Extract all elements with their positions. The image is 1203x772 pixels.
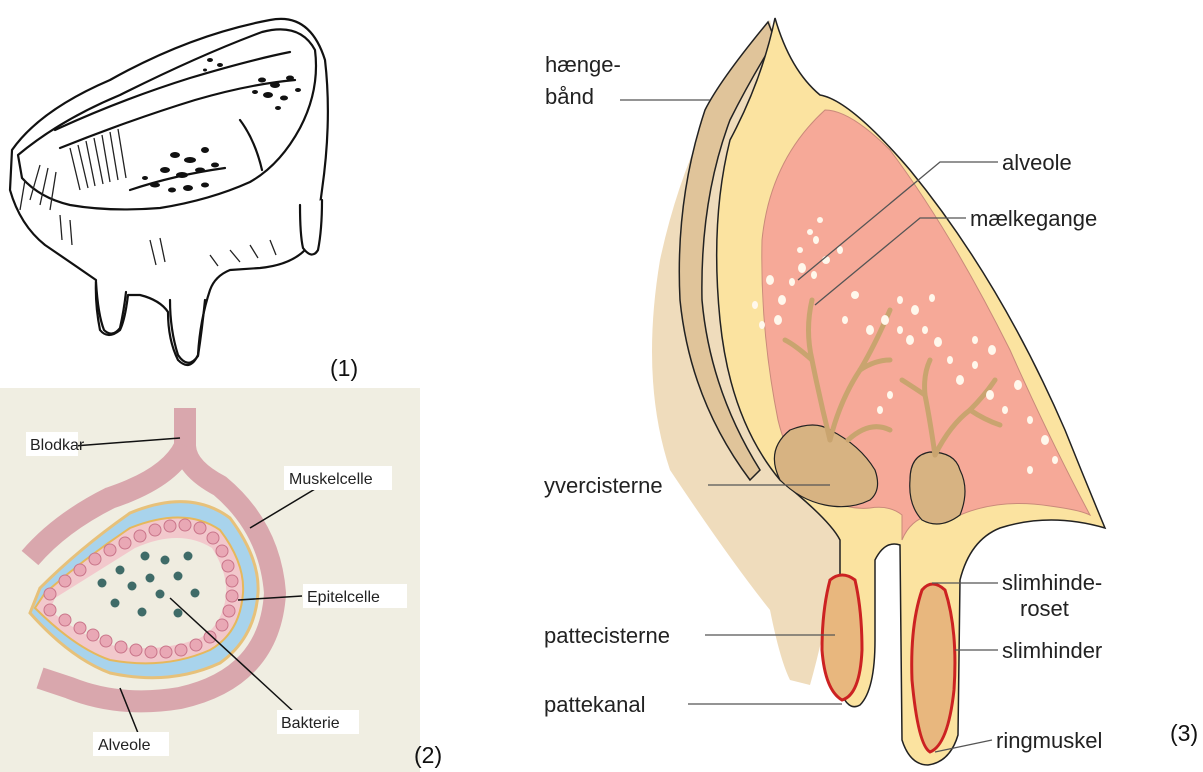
panel2-number: (2) [414,742,442,769]
label-bakterie: Bakterie [281,715,340,732]
alveole-diagram: Blodkar Muskelcelle Epitelcelle Bakterie… [0,388,430,772]
udder-anatomy-diagram: hænge- bånd alveole mælkegange yverciste… [530,0,1203,772]
panel3-number: (3) [1170,720,1198,747]
label-haengebaand-line2: bånd [545,84,594,109]
panel1-number: (1) [330,355,358,382]
label-slimhinderoset-line2: roset [1020,596,1069,621]
label-maelkegange: mælkegange [970,206,1097,231]
label-slimhinder: slimhinder [1002,638,1102,663]
label-pattecisterne: pattecisterne [544,623,670,648]
udder-sketch-drawing [0,0,380,380]
label-muskelcelle: Muskelcelle [289,471,373,488]
teat-cistern-left [822,575,862,700]
label-pattekanal: pattekanal [544,692,646,717]
label-ringmuskel: ringmuskel [996,728,1102,753]
label-haengebaand-line1: hænge- [545,52,621,77]
gland-cistern-right [910,452,965,524]
label-alveole-p2: Alveole [98,737,151,754]
panel-udder-sketch: (1) [0,0,380,380]
label-alveole-p3: alveole [1002,150,1072,175]
label-blodkar: Blodkar [30,437,85,454]
teat-cistern-right [912,584,955,752]
label-slimhinderoset-line1: slimhinde- [1002,570,1102,595]
panel-alveole: Blodkar Muskelcelle Epitelcelle Bakterie… [0,388,430,772]
label-yvercisterne: yvercisterne [544,473,663,498]
panel-udder-anatomy: hænge- bånd alveole mælkegange yverciste… [530,0,1203,772]
label-epitelcelle: Epitelcelle [307,589,380,606]
